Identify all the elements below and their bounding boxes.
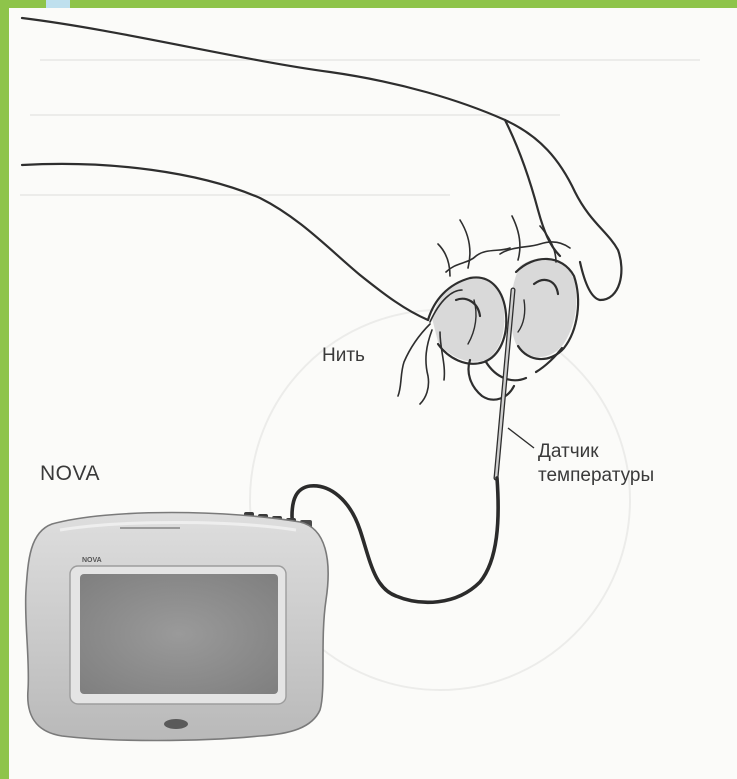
- device-screen: [80, 574, 278, 694]
- hand-drawing: [22, 18, 621, 400]
- sensor-pointer-line: [508, 428, 534, 448]
- top-accent-bar: [0, 0, 737, 8]
- temperature-sensor-label-line2: температуры: [538, 464, 654, 488]
- temperature-sensor-label-line1: Датчик: [538, 440, 654, 464]
- device-name-label: NOVA: [40, 462, 100, 486]
- device-bottom-button: [164, 719, 188, 729]
- top-accent-square: [46, 0, 70, 8]
- thread-label: Нить: [322, 345, 365, 367]
- device-brand-printing: NOVA: [82, 557, 102, 564]
- finger-shade: [510, 258, 576, 357]
- nova-data-logger-device: [26, 512, 329, 741]
- temperature-sensor-label: Датчик температуры: [538, 440, 654, 488]
- left-accent-strip: [0, 0, 9, 779]
